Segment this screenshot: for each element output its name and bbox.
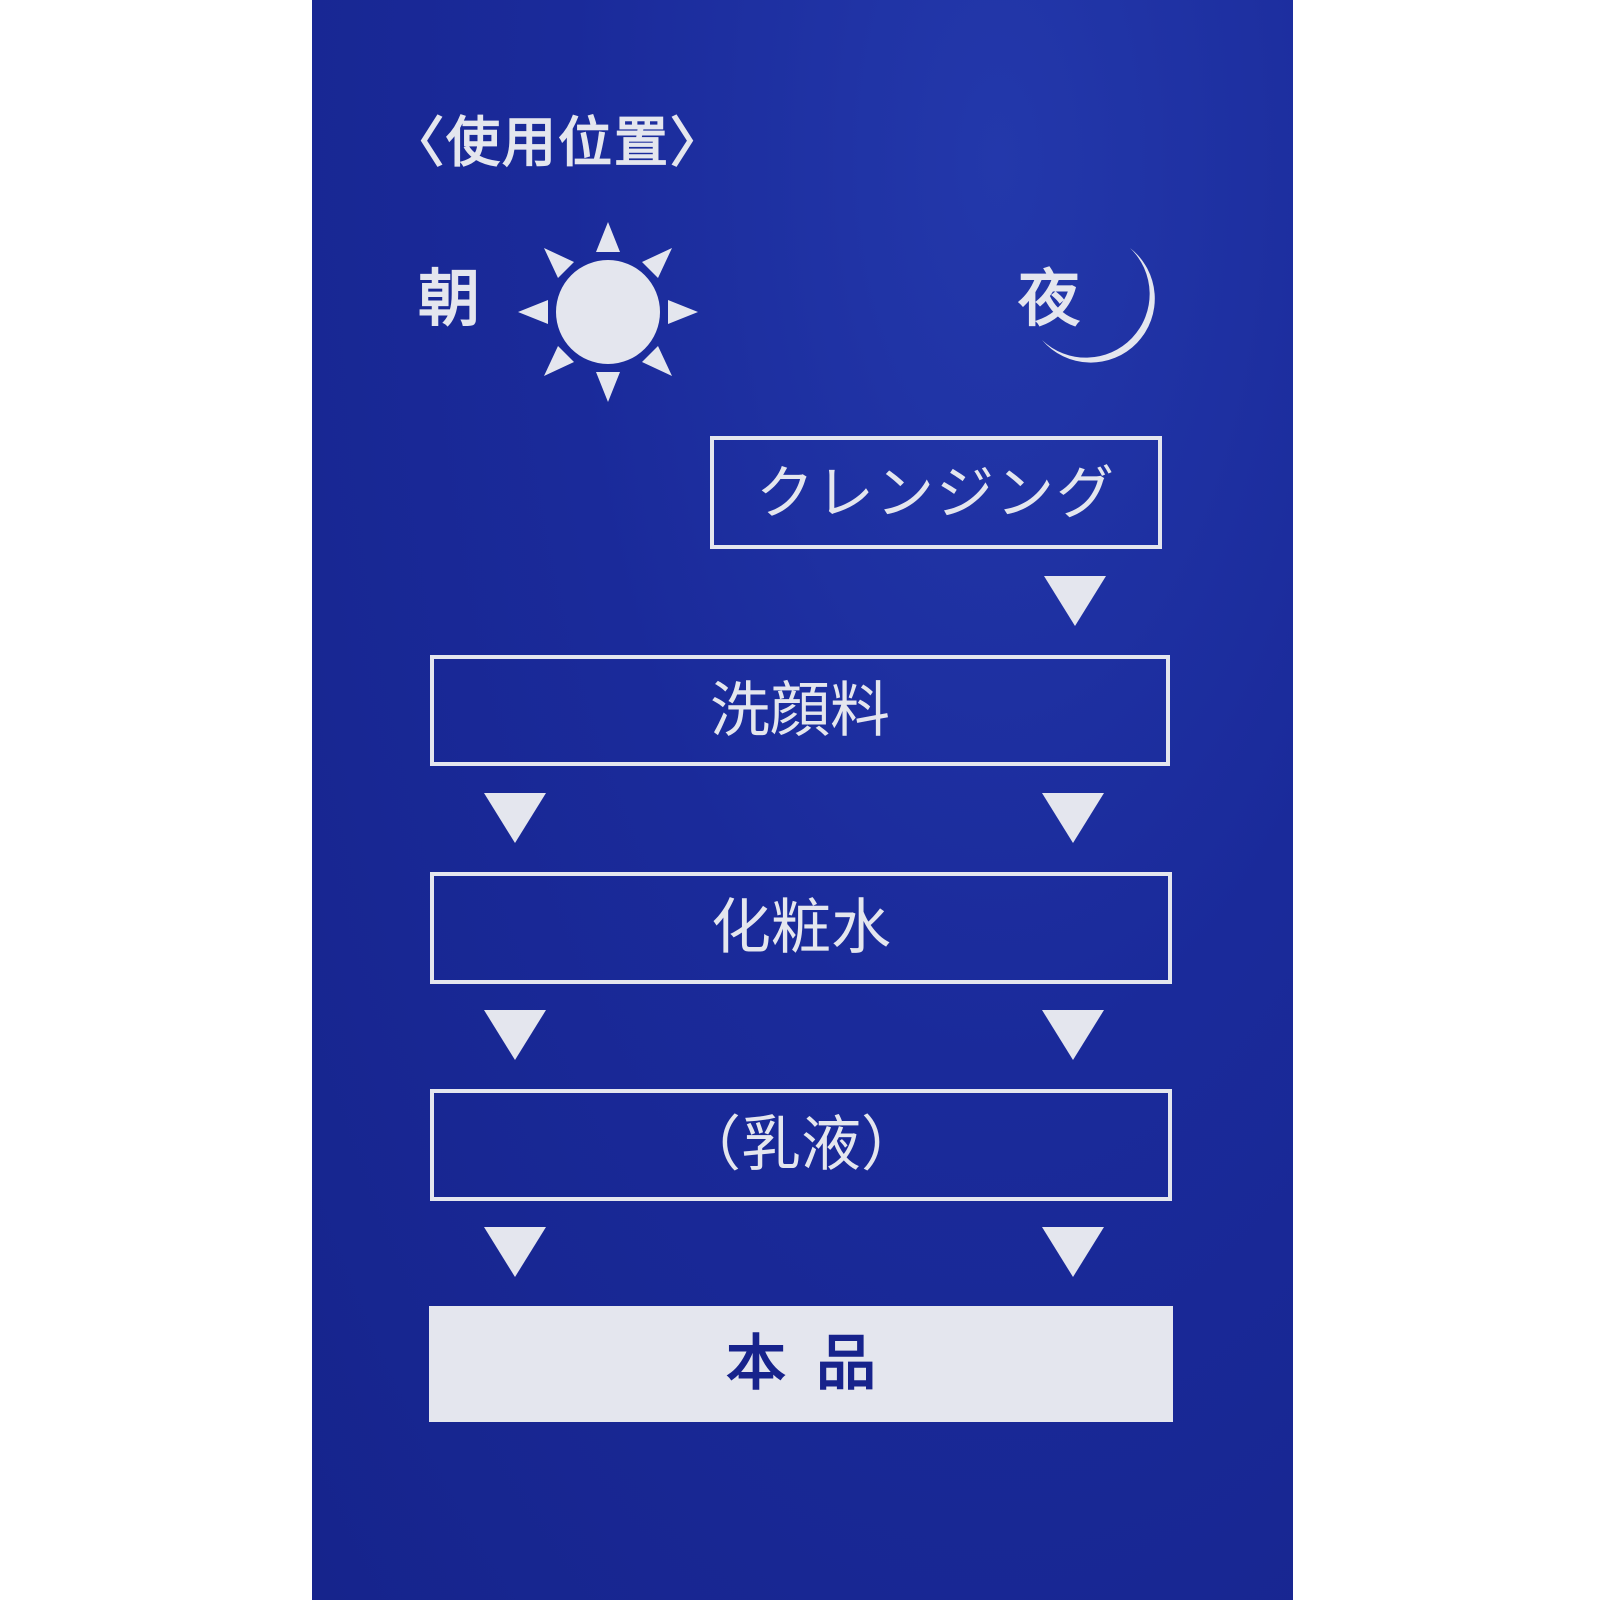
down-arrow-icon [1042,793,1104,843]
morning-label: 朝 [418,262,481,335]
down-arrow-icon [1042,1227,1104,1277]
usage-order-heading: 〈使用位置〉 [390,111,726,174]
this-product-step: 本品 [429,1306,1173,1422]
down-arrow-icon [1044,576,1106,626]
sun-icon [518,222,698,402]
down-arrow-icon [484,1010,546,1060]
down-arrow-icon [484,1227,546,1277]
usage-order-panel: 〈使用位置〉 朝 夜 クレンジング 洗顔料 [312,0,1293,1600]
night-label: 夜 [1018,262,1081,335]
down-arrow-icon [1042,1010,1104,1060]
toner-step: 化粧水 [430,872,1172,984]
cleansing-step: クレンジング [710,436,1162,549]
milk-lotion-step: （乳液） [430,1089,1172,1201]
down-arrow-icon [484,793,546,843]
crescent-moon-icon [1040,246,1180,386]
face-wash-step: 洗顔料 [430,655,1170,766]
